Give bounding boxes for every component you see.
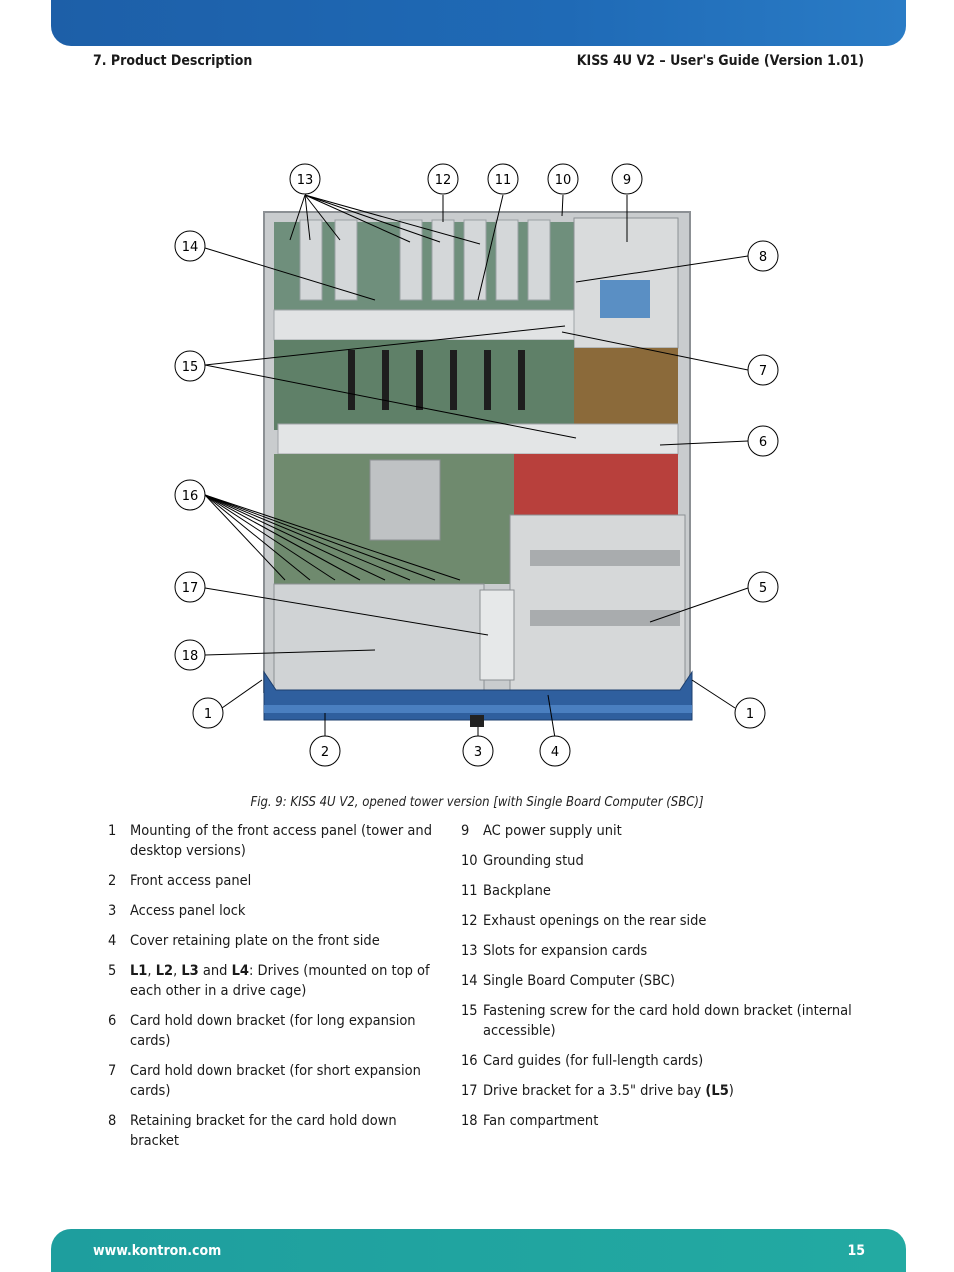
legend-number: 3 xyxy=(108,903,117,919)
drive-l1: L1 xyxy=(130,963,148,979)
legend-text: Single Board Computer (SBC) xyxy=(483,973,675,989)
legend-number: 16 xyxy=(461,1053,478,1069)
legend-text: Mounting of the front access panel (towe… xyxy=(130,823,432,859)
callout-3: 3 xyxy=(474,745,482,760)
callout-16: 16 xyxy=(182,489,199,504)
legend-text: Retaining bracket for the card hold down… xyxy=(130,1113,397,1149)
drive-l2: L2 xyxy=(155,963,174,979)
legend-item: 1 Mounting of the front access panel (tow… xyxy=(108,821,448,861)
drive-description: : Drives (mounted on top of each other i… xyxy=(130,963,430,999)
page-number: 15 xyxy=(847,1243,865,1259)
legend-text: L1, L2, L3 and L4: Drives (mounted on to… xyxy=(130,961,448,1001)
legend-right-column: 9 AC power supply unit 10 Grounding stud 1… xyxy=(461,821,861,1141)
legend-number: 17 xyxy=(461,1083,478,1099)
callout-13: 13 xyxy=(297,173,314,188)
legend-item: 3 Access panel lock xyxy=(108,901,448,921)
legend-item: 4 Cover retaining plate on the front side xyxy=(108,931,448,951)
legend-item: 18 Fan compartment xyxy=(461,1111,861,1131)
legend-item: 15 Fastening screw for the card hold down… xyxy=(461,1001,861,1041)
legend-number: 12 xyxy=(461,913,478,929)
legend-item: 17 Drive bracket for a 3.5" drive bay (L5… xyxy=(461,1081,861,1101)
callout-10: 10 xyxy=(555,173,572,188)
separator: , xyxy=(147,963,156,979)
footer-band xyxy=(51,1229,906,1272)
callout-5: 5 xyxy=(759,581,767,596)
callout-2: 2 xyxy=(321,745,329,760)
drive-l3: L3 xyxy=(181,963,199,979)
callout-8: 8 xyxy=(759,250,767,265)
legend-item: 8 Retaining bracket for the card hold dow… xyxy=(108,1111,448,1151)
legend-number: 1 xyxy=(108,823,117,839)
callout-18: 18 xyxy=(182,649,199,664)
drive-l5: (L5 xyxy=(705,1083,729,1099)
legend-text: Fastening screw for the card hold down b… xyxy=(483,1003,852,1039)
closing-paren: ) xyxy=(728,1083,734,1099)
legend-text: AC power supply unit xyxy=(483,823,622,839)
legend-text: Card hold down bracket (for short expans… xyxy=(130,1063,421,1099)
drive-bracket-text: Drive bracket for a 3.5" drive bay xyxy=(483,1083,706,1099)
callout-12: 12 xyxy=(435,173,452,188)
chassis-illustration: 13 12 11 10 9 14 8 15 7 6 16 17 5 18 1 1… xyxy=(174,163,779,767)
callout-1-left: 1 xyxy=(204,707,212,722)
document-title: KISS 4U V2 – User's Guide (Version 1.01) xyxy=(576,53,864,69)
callout-11: 11 xyxy=(495,173,512,188)
legend-text: Card hold down bracket (for long expansi… xyxy=(130,1013,416,1049)
legend-number: 11 xyxy=(461,883,478,899)
callout-9: 9 xyxy=(623,173,631,188)
legend-item: 9 AC power supply unit xyxy=(461,821,861,841)
legend-item: 14 Single Board Computer (SBC) xyxy=(461,971,861,991)
legend-number: 18 xyxy=(461,1113,478,1129)
callout-7: 7 xyxy=(759,364,767,379)
legend-text: Exhaust openings on the rear side xyxy=(483,913,707,929)
legend-number: 8 xyxy=(108,1113,117,1129)
legend-item: 5 L1, L2, L3 and L4: Drives (mounted on t… xyxy=(108,961,448,1001)
separator: , xyxy=(173,963,182,979)
legend-text: Fan compartment xyxy=(483,1113,599,1129)
legend-text: Cover retaining plate on the front side xyxy=(130,933,380,949)
legend-left-column: 1 Mounting of the front access panel (tow… xyxy=(108,821,448,1161)
chassis-figure: 13 12 11 10 9 14 8 15 7 6 16 17 5 18 1 1… xyxy=(170,160,790,770)
callout-17: 17 xyxy=(182,581,199,596)
legend-number: 2 xyxy=(108,873,117,889)
legend-number: 9 xyxy=(461,823,470,839)
legend-text: Card guides (for full-length cards) xyxy=(483,1053,704,1069)
callout-6: 6 xyxy=(759,435,767,450)
section-title: 7. Product Description xyxy=(93,53,253,69)
legend-item: 10 Grounding stud xyxy=(461,851,861,871)
separator: and xyxy=(198,963,232,979)
legend-text: Access panel lock xyxy=(130,903,246,919)
legend-item: 2 Front access panel xyxy=(108,871,448,891)
legend-text: Backplane xyxy=(483,883,551,899)
legend-number: 7 xyxy=(108,1063,117,1079)
legend-item: 11 Backplane xyxy=(461,881,861,901)
legend-item: 12 Exhaust openings on the rear side xyxy=(461,911,861,931)
callout-15: 15 xyxy=(182,360,199,375)
callout-1-right: 1 xyxy=(746,707,754,722)
legend-text: Slots for expansion cards xyxy=(483,943,648,959)
legend-number: 6 xyxy=(108,1013,117,1029)
legend-number: 14 xyxy=(461,973,478,989)
callout-14: 14 xyxy=(182,240,199,255)
footer-url: www.kontron.com xyxy=(93,1243,222,1259)
legend-item: 13 Slots for expansion cards xyxy=(461,941,861,961)
drive-l4: L4 xyxy=(231,963,249,979)
legend-item: 16 Card guides (for full-length cards) xyxy=(461,1051,861,1071)
legend-item: 6 Card hold down bracket (for long expans… xyxy=(108,1011,448,1051)
legend-item: 7 Card hold down bracket (for short expan… xyxy=(108,1061,448,1101)
legend-number: 10 xyxy=(461,853,478,869)
header-band xyxy=(51,0,906,46)
legend-number: 4 xyxy=(108,933,117,949)
legend-number: 5 xyxy=(108,963,117,979)
callout-4: 4 xyxy=(551,745,559,760)
legend-text: Drive bracket for a 3.5" drive bay (L5) xyxy=(483,1081,861,1101)
figure-caption: Fig. 9: KISS 4U V2, opened tower version… xyxy=(250,795,704,810)
legend-number: 15 xyxy=(461,1003,478,1019)
legend-text: Grounding stud xyxy=(483,853,584,869)
legend-number: 13 xyxy=(461,943,478,959)
legend-text: Front access panel xyxy=(130,873,252,889)
